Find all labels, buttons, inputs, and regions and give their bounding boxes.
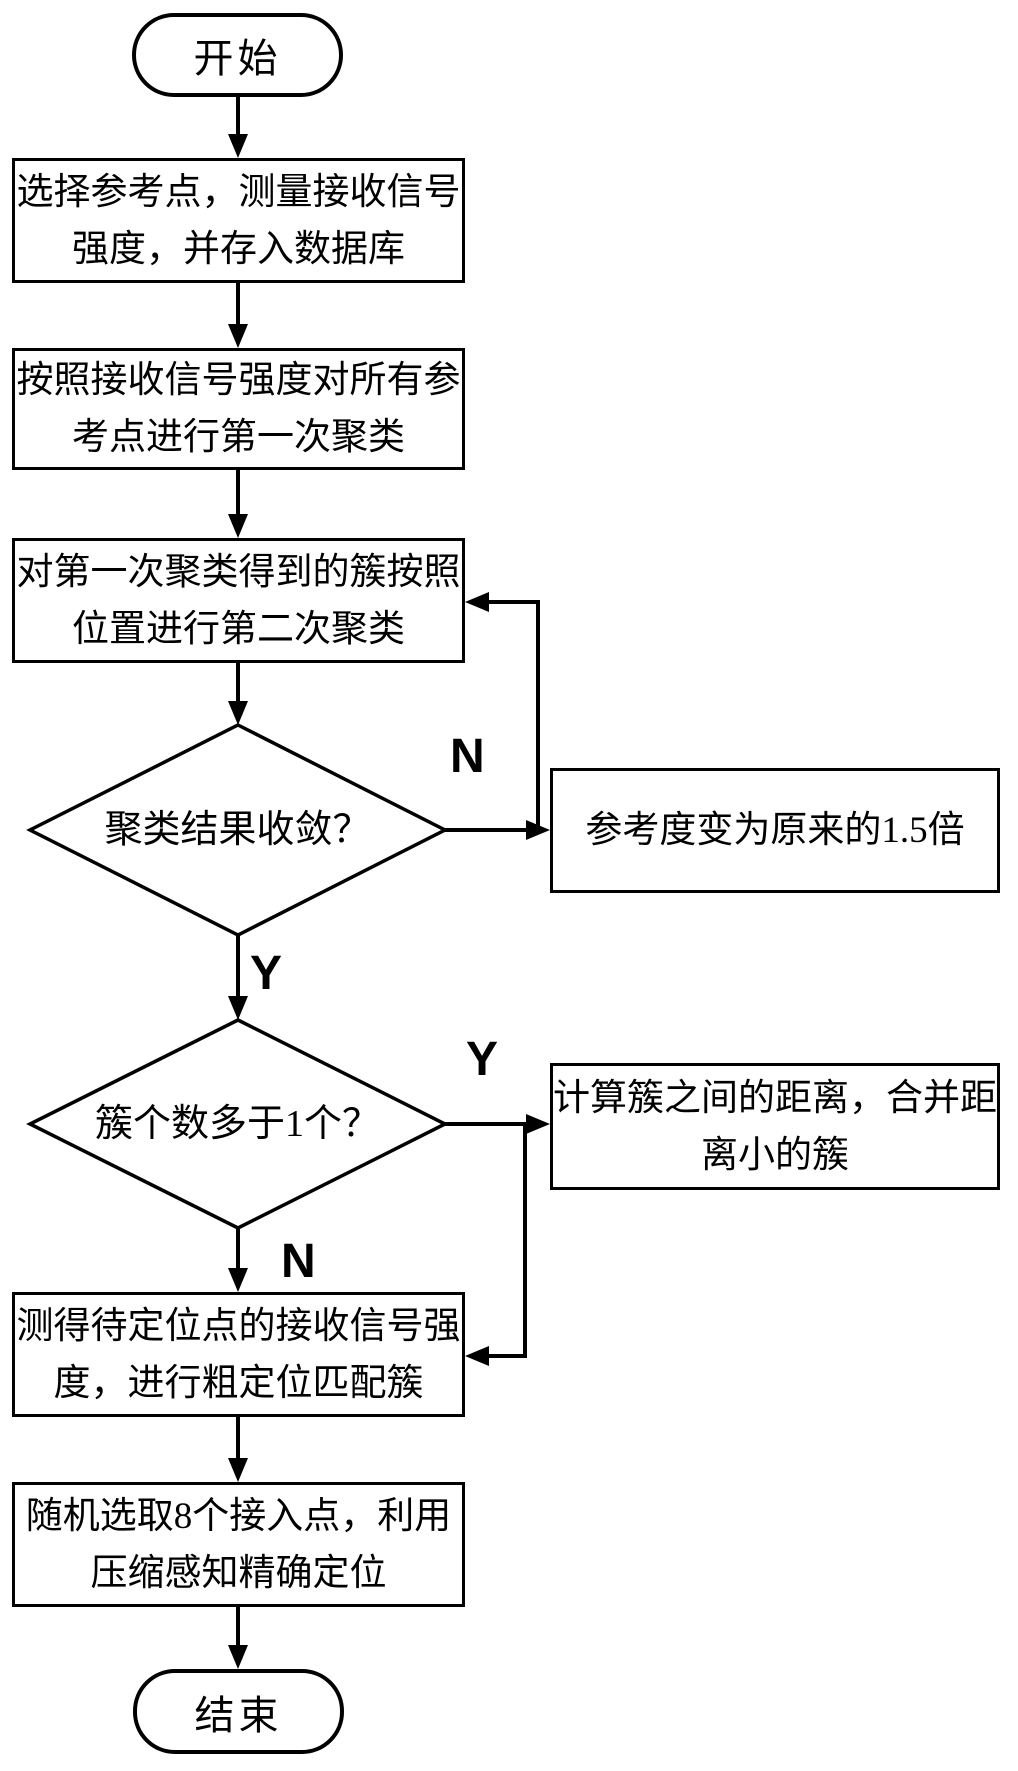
cluster-count-decision-label: 簇个数多于1个？ xyxy=(94,1103,380,1145)
branch-yes-to-merge-clusters xyxy=(445,1114,550,1134)
step-text-line: 参考度变为原来的1.5倍 xyxy=(585,810,965,851)
step-text-line: 按照接收信号强度对所有参 xyxy=(16,360,461,401)
step-text-line: 随机选取8个接入点，利用 xyxy=(25,1495,452,1537)
step-text-line: 对第一次聚类得到的簇按照 xyxy=(16,551,461,593)
feedback-scale-to-second-clustering xyxy=(465,592,540,830)
convergence-decision-shape xyxy=(26,723,449,937)
end-label: 结束 xyxy=(194,1692,283,1738)
step-text-line: 选择参考点，测量接收信号 xyxy=(16,171,461,213)
end-terminator: 结束 xyxy=(133,1669,344,1754)
arrow-cluster-count-to-coarse-localization xyxy=(228,1228,248,1292)
convergence-decision-label: 聚类结果收敛？ xyxy=(104,809,371,851)
convergence-no-label: N xyxy=(450,730,485,783)
select-reference-points-step: 选择参考点，测量接收信号 强度，并存入数据库 xyxy=(12,158,465,283)
step-text-line: 离小的簇 xyxy=(701,1134,849,1176)
step-text-line: 测得待定位点的接收信号强 xyxy=(16,1305,461,1347)
cluster-count-decision-shape xyxy=(26,1018,449,1230)
arrow-select-to-first-clustering xyxy=(228,283,248,348)
branch-no-to-scale-reference xyxy=(445,820,550,840)
convergence-yes-label: Y xyxy=(250,947,283,1000)
cluster-count-yes-label: Y xyxy=(466,1033,499,1086)
start-label: 开始 xyxy=(193,36,282,81)
step-text-line: 度，进行粗定位匹配簇 xyxy=(53,1362,424,1404)
coarse-localization-step: 测得待定位点的接收信号强 度，进行粗定位匹配簇 xyxy=(12,1292,465,1417)
scale-reference-step: 参考度变为原来的1.5倍 xyxy=(550,768,1000,893)
arrow-coarse-to-precise-localization xyxy=(228,1417,248,1482)
arrow-start-to-select xyxy=(228,97,248,158)
arrow-first-to-second-clustering xyxy=(228,470,248,538)
step-text-line: 考点进行第一次聚类 xyxy=(72,417,405,458)
feedback-merge-to-coarse-localization xyxy=(465,1124,527,1366)
merge-clusters-step: 计算簇之间的距离，合并距 离小的簇 xyxy=(550,1063,1000,1190)
arrow-convergence-to-cluster-count-decision xyxy=(228,935,248,1020)
arrow-precise-to-end xyxy=(228,1607,248,1669)
first-clustering-step: 按照接收信号强度对所有参 考点进行第一次聚类 xyxy=(12,348,465,470)
precise-localization-step: 随机选取8个接入点，利用 压缩感知精确定位 xyxy=(12,1482,465,1607)
start-terminator: 开始 xyxy=(132,13,343,97)
second-clustering-step: 对第一次聚类得到的簇按照 位置进行第二次聚类 xyxy=(12,538,465,663)
step-text-line: 强度，并存入数据库 xyxy=(72,228,405,270)
step-text-line: 位置进行第二次聚类 xyxy=(72,608,405,650)
cluster-count-no-label: N xyxy=(281,1235,316,1288)
arrow-second-clustering-to-convergence-decision xyxy=(228,663,248,725)
step-text-line: 压缩感知精确定位 xyxy=(90,1552,387,1594)
step-text-line: 计算簇之间的距离，合并距 xyxy=(553,1077,997,1119)
